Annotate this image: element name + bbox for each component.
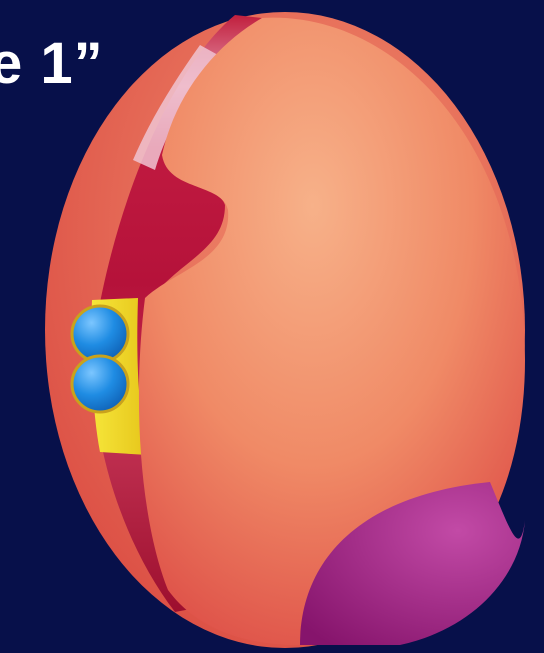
corner-label: e 1” (0, 30, 104, 97)
particle-top (72, 306, 128, 362)
particle-bottom (72, 356, 128, 412)
